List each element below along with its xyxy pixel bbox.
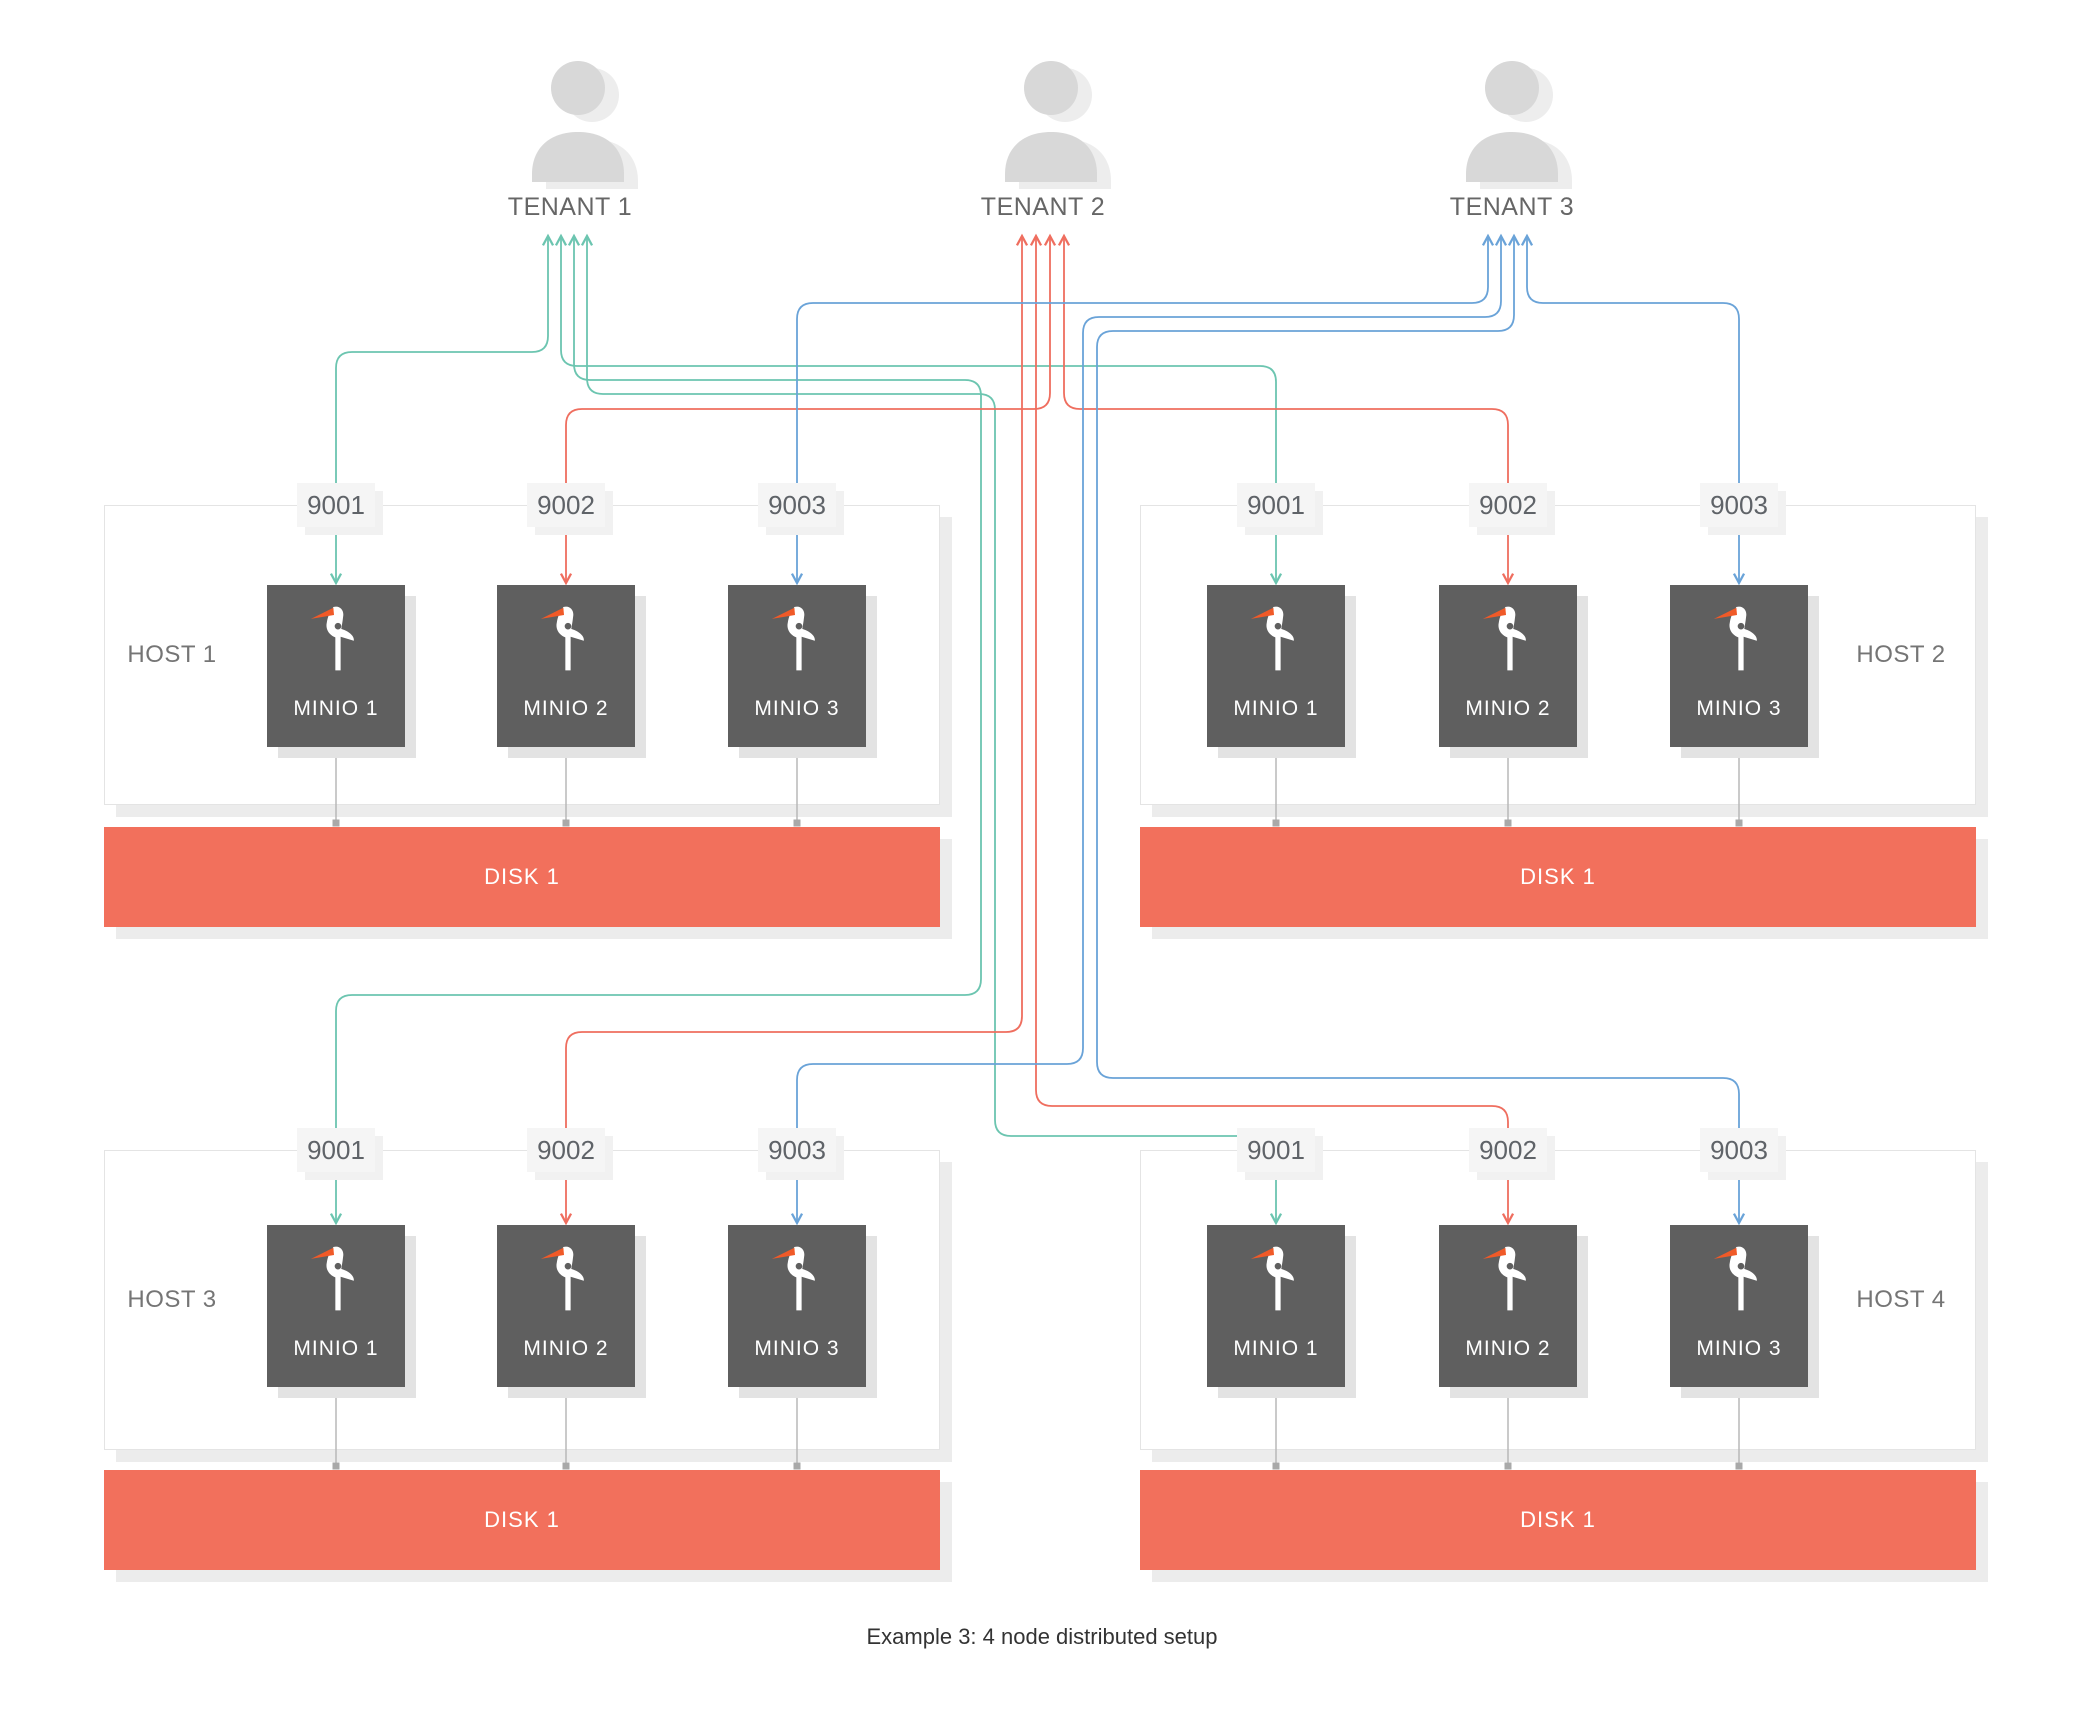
disk-label: DISK 1 <box>1520 1507 1596 1532</box>
minio-stork-icon <box>1250 1246 1294 1311</box>
minio-node-label: MINIO 2 <box>1465 697 1551 720</box>
disk-link-endpoint <box>1735 1462 1743 1470</box>
minio-node: MINIO 2 <box>1439 585 1577 747</box>
disk-link-endpoint <box>1504 747 1512 755</box>
minio-stork-icon <box>540 606 584 671</box>
disk-link-endpoint <box>1272 1387 1280 1395</box>
minio-node: MINIO 2 <box>1439 1225 1577 1387</box>
minio-node-label: MINIO 1 <box>1233 1337 1319 1360</box>
minio-node-label: MINIO 2 <box>523 1337 609 1360</box>
port-chip: 9001 <box>297 1128 375 1172</box>
port-chip: 9003 <box>758 1128 836 1172</box>
disk-link-endpoint <box>793 747 801 755</box>
disk-link-endpoint <box>1504 819 1512 827</box>
connection-tenant3-to-host3-port9003 <box>790 233 1508 1226</box>
disk-link-endpoint <box>793 819 801 827</box>
minio-stork-icon <box>771 606 815 671</box>
minio-stork-icon <box>310 1246 354 1311</box>
minio-stork-icon <box>540 1246 584 1311</box>
minio-node-label: MINIO 3 <box>754 1337 840 1360</box>
disk-link-endpoint <box>1504 1387 1512 1395</box>
minio-node-label: MINIO 3 <box>754 697 840 720</box>
minio-node: MINIO 1 <box>1207 585 1345 747</box>
disk-bar: DISK 1 <box>1140 1470 1976 1570</box>
disk-link-endpoint <box>332 1387 340 1395</box>
minio-node: MINIO 3 <box>1670 585 1808 747</box>
disk-link-endpoint <box>1272 819 1280 827</box>
minio-node-label: MINIO 3 <box>1696 1337 1782 1360</box>
disk-link-endpoint <box>1272 1462 1280 1470</box>
user-icon <box>1005 61 1111 189</box>
port-chip: 9001 <box>1237 1128 1315 1172</box>
port-chip: 9002 <box>1469 483 1547 527</box>
caption: Example 3: 4 node distributed setup <box>866 1624 1218 1649</box>
minio-node: MINIO 3 <box>728 585 866 747</box>
port-chip: 9002 <box>527 483 605 527</box>
minio-node-label: MINIO 1 <box>293 697 379 720</box>
disk-link-endpoint <box>332 747 340 755</box>
disk-bar: DISK 1 <box>104 1470 940 1570</box>
minio-stork-icon <box>1713 606 1757 671</box>
host-label-4: HOST 4 <box>1856 1286 1946 1313</box>
disk-link-endpoint <box>562 819 570 827</box>
minio-stork-icon <box>1713 1246 1757 1311</box>
disk-link-endpoint <box>332 1462 340 1470</box>
minio-stork-icon <box>1482 1246 1526 1311</box>
disk-link-endpoint <box>793 1462 801 1470</box>
port-chip: 9002 <box>527 1128 605 1172</box>
disk-bar: DISK 1 <box>104 827 940 927</box>
port-chip: 9003 <box>1700 483 1778 527</box>
port-chip: 9001 <box>1237 483 1315 527</box>
disk-label: DISK 1 <box>484 864 560 889</box>
port-chip: 9001 <box>297 483 375 527</box>
disk-link-endpoint <box>332 819 340 827</box>
tenant-label-3: TENANT 3 <box>1449 193 1575 221</box>
port-chip: 9002 <box>1469 1128 1547 1172</box>
minio-stork-icon <box>1250 606 1294 671</box>
minio-stork-icon <box>1482 606 1526 671</box>
minio-node: MINIO 1 <box>267 1225 405 1387</box>
minio-node: MINIO 3 <box>728 1225 866 1387</box>
disk-bar: DISK 1 <box>1140 827 1976 927</box>
user-icon <box>532 61 638 189</box>
disk-link-endpoint <box>1504 1462 1512 1470</box>
minio-stork-icon <box>771 1246 815 1311</box>
minio-node: MINIO 3 <box>1670 1225 1808 1387</box>
host-label-3: HOST 3 <box>127 1286 217 1313</box>
disk-link-endpoint <box>562 747 570 755</box>
disk-link-endpoint <box>562 1387 570 1395</box>
disk-link-endpoint <box>1272 747 1280 755</box>
host-label-1: HOST 1 <box>127 641 217 668</box>
disk-label: DISK 1 <box>1520 864 1596 889</box>
tenant-label-2: TENANT 2 <box>980 193 1106 221</box>
minio-node-label: MINIO 2 <box>523 697 609 720</box>
minio-node-label: MINIO 2 <box>1465 1337 1551 1360</box>
port-chip: 9003 <box>1700 1128 1778 1172</box>
connection-tenant3-to-host4-port9003 <box>1096 233 1746 1226</box>
disk-link-endpoint <box>1735 747 1743 755</box>
disk-link-endpoint <box>793 1387 801 1395</box>
minio-node: MINIO 2 <box>497 585 635 747</box>
disk-link-endpoint <box>1735 819 1743 827</box>
port-chip: 9003 <box>758 483 836 527</box>
user-icon <box>1466 61 1572 189</box>
minio-node-label: MINIO 1 <box>1233 697 1319 720</box>
minio-node: MINIO 1 <box>267 585 405 747</box>
minio-node: MINIO 2 <box>497 1225 635 1387</box>
tenant-label-1: TENANT 1 <box>507 193 633 221</box>
host-label-2: HOST 2 <box>1856 641 1946 668</box>
disk-link-endpoint <box>1735 1387 1743 1395</box>
disk-link-endpoint <box>562 1462 570 1470</box>
minio-node: MINIO 1 <box>1207 1225 1345 1387</box>
minio-node-label: MINIO 3 <box>1696 697 1782 720</box>
disk-label: DISK 1 <box>484 1507 560 1532</box>
minio-node-label: MINIO 1 <box>293 1337 379 1360</box>
minio-stork-icon <box>310 606 354 671</box>
